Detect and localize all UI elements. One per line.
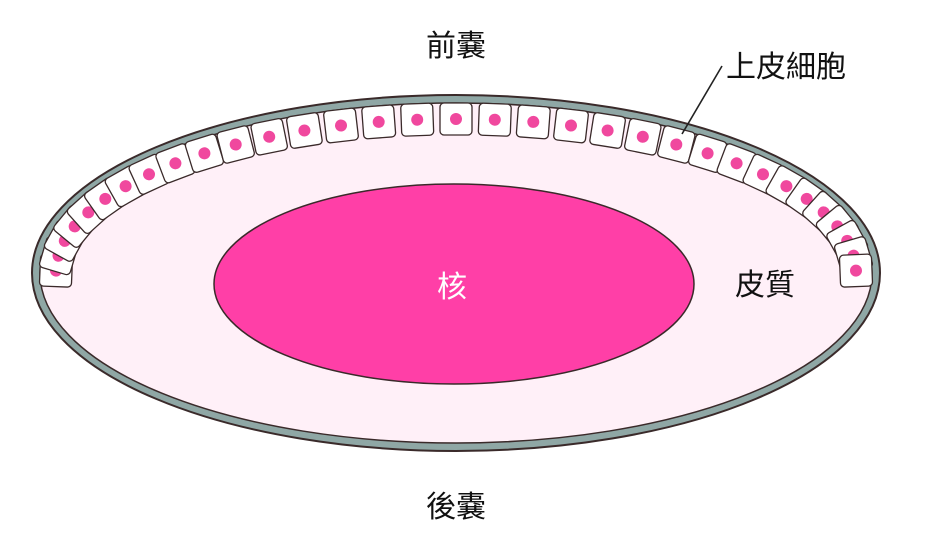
cell-nucleus-dot — [757, 168, 769, 181]
cell-nucleus-dot — [169, 157, 182, 170]
cell-nucleus-dot — [730, 157, 743, 170]
cell-nucleus-dot — [800, 192, 813, 205]
lens-nucleus — [213, 183, 695, 385]
posterior-capsule-label: 後嚢 — [426, 490, 486, 525]
epithelial-cell — [553, 107, 589, 144]
epithelial-cells-leader-line — [681, 65, 723, 135]
cell-nucleus-dot — [411, 113, 424, 126]
cell-nucleus-dot — [670, 138, 683, 151]
epithelial-cell — [623, 117, 662, 156]
epithelial-cell — [250, 117, 289, 156]
epithelial-cells-label: 上皮細胞 — [726, 50, 846, 85]
cell-nucleus-dot — [263, 130, 276, 143]
cell-nucleus-dot — [488, 113, 501, 126]
epithelial-cell — [216, 125, 255, 164]
epithelial-cell — [439, 102, 473, 136]
cell-nucleus-dot — [527, 115, 540, 128]
cell-nucleus-dot — [601, 124, 614, 137]
cell-nucleus-dot — [372, 115, 385, 128]
cell-nucleus-dot — [850, 264, 862, 277]
cell-nucleus-dot — [198, 147, 211, 160]
anterior-capsule-label: 前嚢 — [426, 29, 486, 64]
epithelial-cell — [477, 102, 512, 137]
cell-nucleus-dot — [701, 147, 714, 160]
cell-nucleus-dot — [119, 180, 132, 193]
epithelial-cell — [589, 112, 626, 149]
cell-nucleus-dot — [143, 168, 155, 181]
cell-nucleus-dot — [565, 119, 577, 132]
epithelial-cell-layer — [38, 102, 874, 288]
cell-nucleus-dot — [780, 180, 793, 193]
epithelial-cell — [838, 253, 874, 288]
epithelial-cell — [361, 104, 397, 140]
cell-nucleus-dot — [229, 138, 242, 151]
cell-nucleus-dot — [82, 206, 95, 219]
cortex-label: 皮質 — [735, 268, 795, 303]
epithelial-cell — [286, 112, 323, 149]
cell-nucleus-dot — [335, 119, 347, 132]
cell-nucleus-dot — [99, 192, 112, 205]
cell-nucleus-dot — [298, 124, 311, 137]
cell-nucleus-dot — [450, 113, 462, 125]
epithelial-cell — [155, 143, 196, 184]
epithelial-cell — [687, 133, 728, 173]
cell-nucleus-dot — [636, 130, 649, 143]
epithelial-cell — [400, 102, 435, 137]
epithelial-cell — [323, 107, 359, 144]
nucleus-label: 核 — [437, 270, 467, 305]
epithelial-cell — [184, 133, 225, 173]
epithelial-cell — [515, 104, 551, 140]
